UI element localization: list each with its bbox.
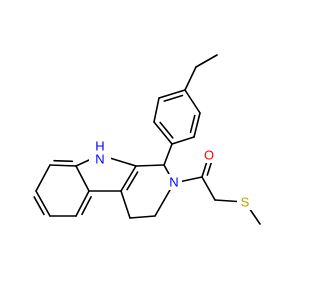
o-label-bg (201, 147, 217, 163)
sulfur-label: S (241, 195, 250, 210)
bond-c4r-c4a (120, 190, 131, 219)
bond-c7-c6-inner (33, 196, 45, 216)
bond-ethCH3-ethCH2 (195, 54, 218, 68)
bond-pe-c4-inner (163, 94, 184, 102)
bond-c3-c4r (129, 215, 156, 219)
oxygen-label: O (204, 148, 214, 163)
bond-c4-pa (184, 89, 201, 114)
bond-c4b-c8a (75, 165, 90, 192)
atom-label-layer: H N N O S (89, 139, 253, 210)
bond-c4a-c9a-inner (126, 171, 139, 191)
bond-c5-c4b (75, 190, 90, 217)
bond-c1p-pd (153, 121, 173, 145)
nh-nitrogen-label: N (95, 152, 104, 167)
bond-ethCH2-c4 (184, 66, 197, 91)
bond-pd-pe (153, 97, 160, 123)
bond-pb-c1p (171, 136, 195, 145)
s-label-bg (237, 194, 253, 210)
nh-hydrogen-label: H (95, 139, 104, 154)
bond-c9a-c1 (135, 164, 165, 167)
bond-pa-pb-inner (189, 114, 196, 134)
bond-c5-c4b-inner (81, 196, 92, 216)
nh-label-bg (89, 140, 111, 166)
bond-c1p-c1 (163, 143, 173, 166)
bond-pe-c4 (158, 89, 186, 99)
bond-cco-cch2 (201, 176, 216, 201)
bond-c4a-c9a (120, 165, 137, 192)
molecule-structure: H N N O S (33, 54, 261, 225)
bond-c1p-pd-inner (159, 121, 174, 139)
bond-pa-pb (193, 112, 201, 138)
bond-c8-c7 (35, 164, 51, 192)
bond-c8a-c8-inner (53, 159, 74, 163)
nitrogen-label: N (169, 175, 178, 190)
bond-c7-c6 (35, 190, 51, 217)
bond-layer (33, 54, 261, 225)
bond-c8a-c8 (49, 164, 77, 167)
n-label-bg (166, 174, 182, 190)
